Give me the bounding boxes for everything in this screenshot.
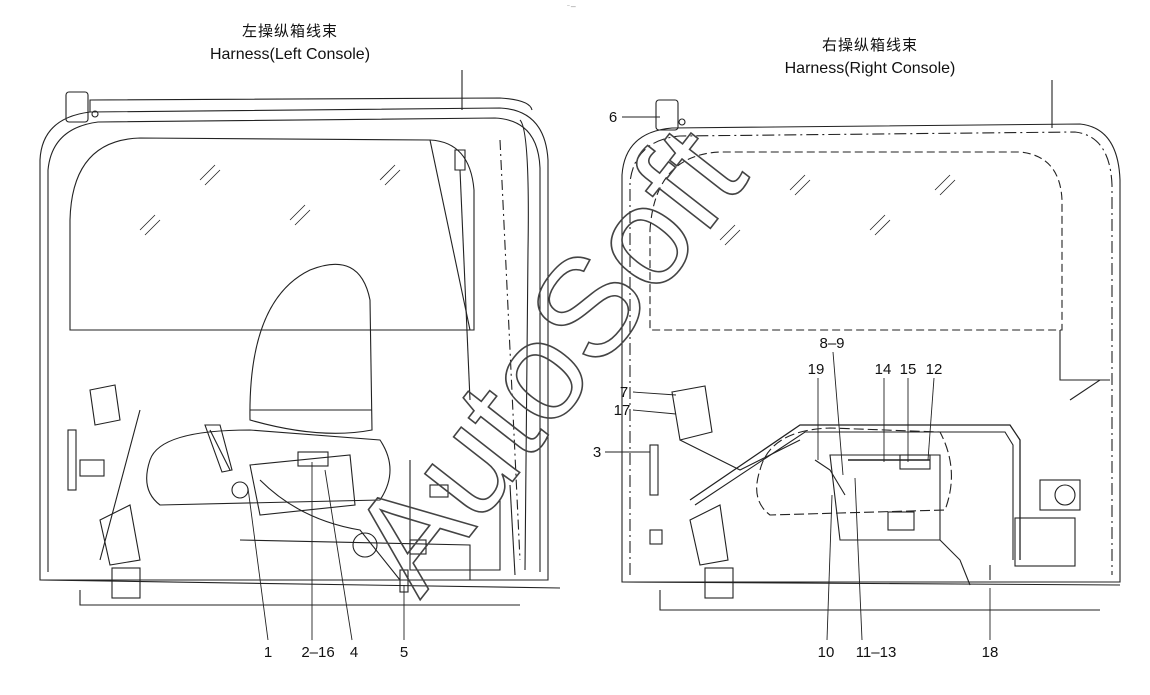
right-title-en: Harness(Right Console) — [784, 59, 956, 77]
callout-18: 18 — [982, 644, 999, 661]
left-leader-lines — [247, 462, 405, 641]
right-cab-illustration — [621, 80, 1121, 611]
callout-4: 4 — [350, 644, 358, 661]
callout-7: 7 — [620, 384, 628, 401]
callout-12: 12 — [926, 361, 943, 378]
left-panel-title: 左操纵箱线束 Harness(Left Console) — [170, 22, 410, 65]
callout-10: 10 — [818, 644, 835, 661]
left-cab-illustration — [39, 70, 561, 606]
callout-14: 14 — [875, 361, 892, 378]
callout-15: 15 — [900, 361, 917, 378]
callout-5: 5 — [400, 644, 408, 661]
callout-1: 1 — [264, 644, 272, 661]
callout-2-16: 2–16 — [301, 644, 334, 661]
watermark-text: AutoSoft — [320, 99, 774, 619]
top-mark: ⁻— — [566, 2, 576, 11]
right-leader-lines — [605, 116, 991, 641]
left-title-cn: 左操纵箱线束 — [241, 22, 338, 40]
callout-19: 19 — [808, 361, 825, 378]
callout-11-13: 11–13 — [856, 644, 897, 661]
callout-3: 3 — [593, 444, 601, 461]
callout-6: 6 — [609, 109, 617, 126]
callout-17: 17 — [614, 402, 631, 419]
callout-8-9: 8–9 — [819, 335, 844, 352]
right-title-cn: 右操纵箱线束 — [821, 36, 918, 54]
left-title-en: Harness(Left Console) — [209, 45, 371, 63]
right-panel-title: 右操纵箱线束 Harness(Right Console) — [740, 36, 1000, 79]
